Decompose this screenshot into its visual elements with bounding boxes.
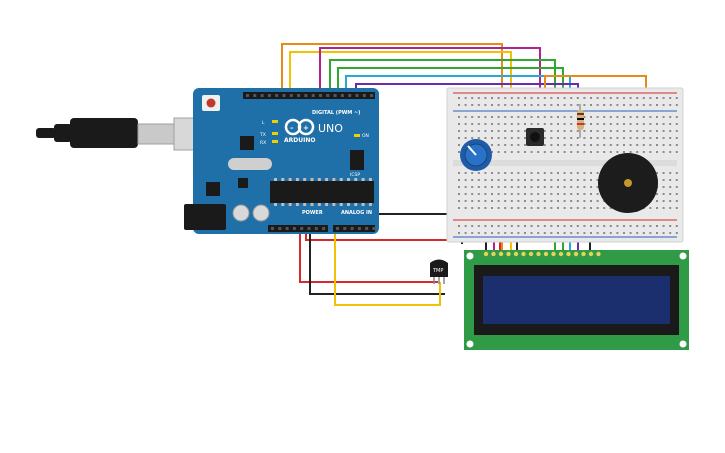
- digital-header[interactable]: [243, 92, 375, 99]
- usb-cable-icon[interactable]: [36, 117, 209, 151]
- lcd-pins: [483, 251, 601, 257]
- power-jack: [184, 204, 226, 230]
- bottom-pins: [271, 227, 376, 230]
- power-header[interactable]: [268, 225, 328, 232]
- analog-header[interactable]: [333, 225, 375, 232]
- power-header-label: POWER: [302, 210, 323, 216]
- led-rx-label: RX: [260, 140, 266, 146]
- atmega-chip: [270, 181, 374, 203]
- wire-yellow-sensor[interactable]: [334, 228, 441, 306]
- temperature-sensor-icon[interactable]: TMP: [430, 259, 448, 285]
- chip-pins: [274, 178, 372, 206]
- capacitor-1: [232, 204, 250, 222]
- sensor-label: TMP: [432, 268, 443, 274]
- led-l-label: L: [262, 120, 265, 126]
- piezo-buzzer-icon[interactable]: [598, 153, 658, 213]
- usb-chip: [240, 136, 254, 150]
- on-label: ON: [362, 133, 369, 139]
- crystal: [228, 158, 272, 170]
- svg-text:+: +: [303, 124, 309, 132]
- arduino-uno-board[interactable]: L TX RX ON – + ARDUINO UNO ICSP DIGITAL …: [184, 88, 379, 234]
- wire-black-sensor[interactable]: [309, 228, 445, 295]
- wire-red-sensor[interactable]: [299, 228, 438, 283]
- led-tx-label: TX: [259, 132, 266, 138]
- icsp-header: [350, 150, 364, 170]
- brand-label: ARDUINO: [284, 137, 315, 144]
- svg-text:–: –: [290, 124, 294, 132]
- capacitor-2: [252, 204, 270, 222]
- digital-pins: [246, 94, 374, 97]
- svg-text:ICSP: ICSP: [350, 172, 360, 178]
- resistor-icon[interactable]: [577, 104, 584, 138]
- regulator: [206, 182, 220, 196]
- digital-header-label: DIGITAL (PWM ~): [312, 110, 360, 116]
- pushbutton-icon[interactable]: [526, 128, 544, 146]
- lcd-screen: [483, 276, 670, 324]
- small-chip: [238, 178, 248, 188]
- analog-header-label: ANALOG IN: [341, 210, 372, 216]
- lcd-module[interactable]: [464, 250, 689, 350]
- model-label: UNO: [318, 122, 343, 135]
- arduino-logo: – +: [284, 118, 315, 136]
- potentiometer-icon[interactable]: [460, 139, 492, 171]
